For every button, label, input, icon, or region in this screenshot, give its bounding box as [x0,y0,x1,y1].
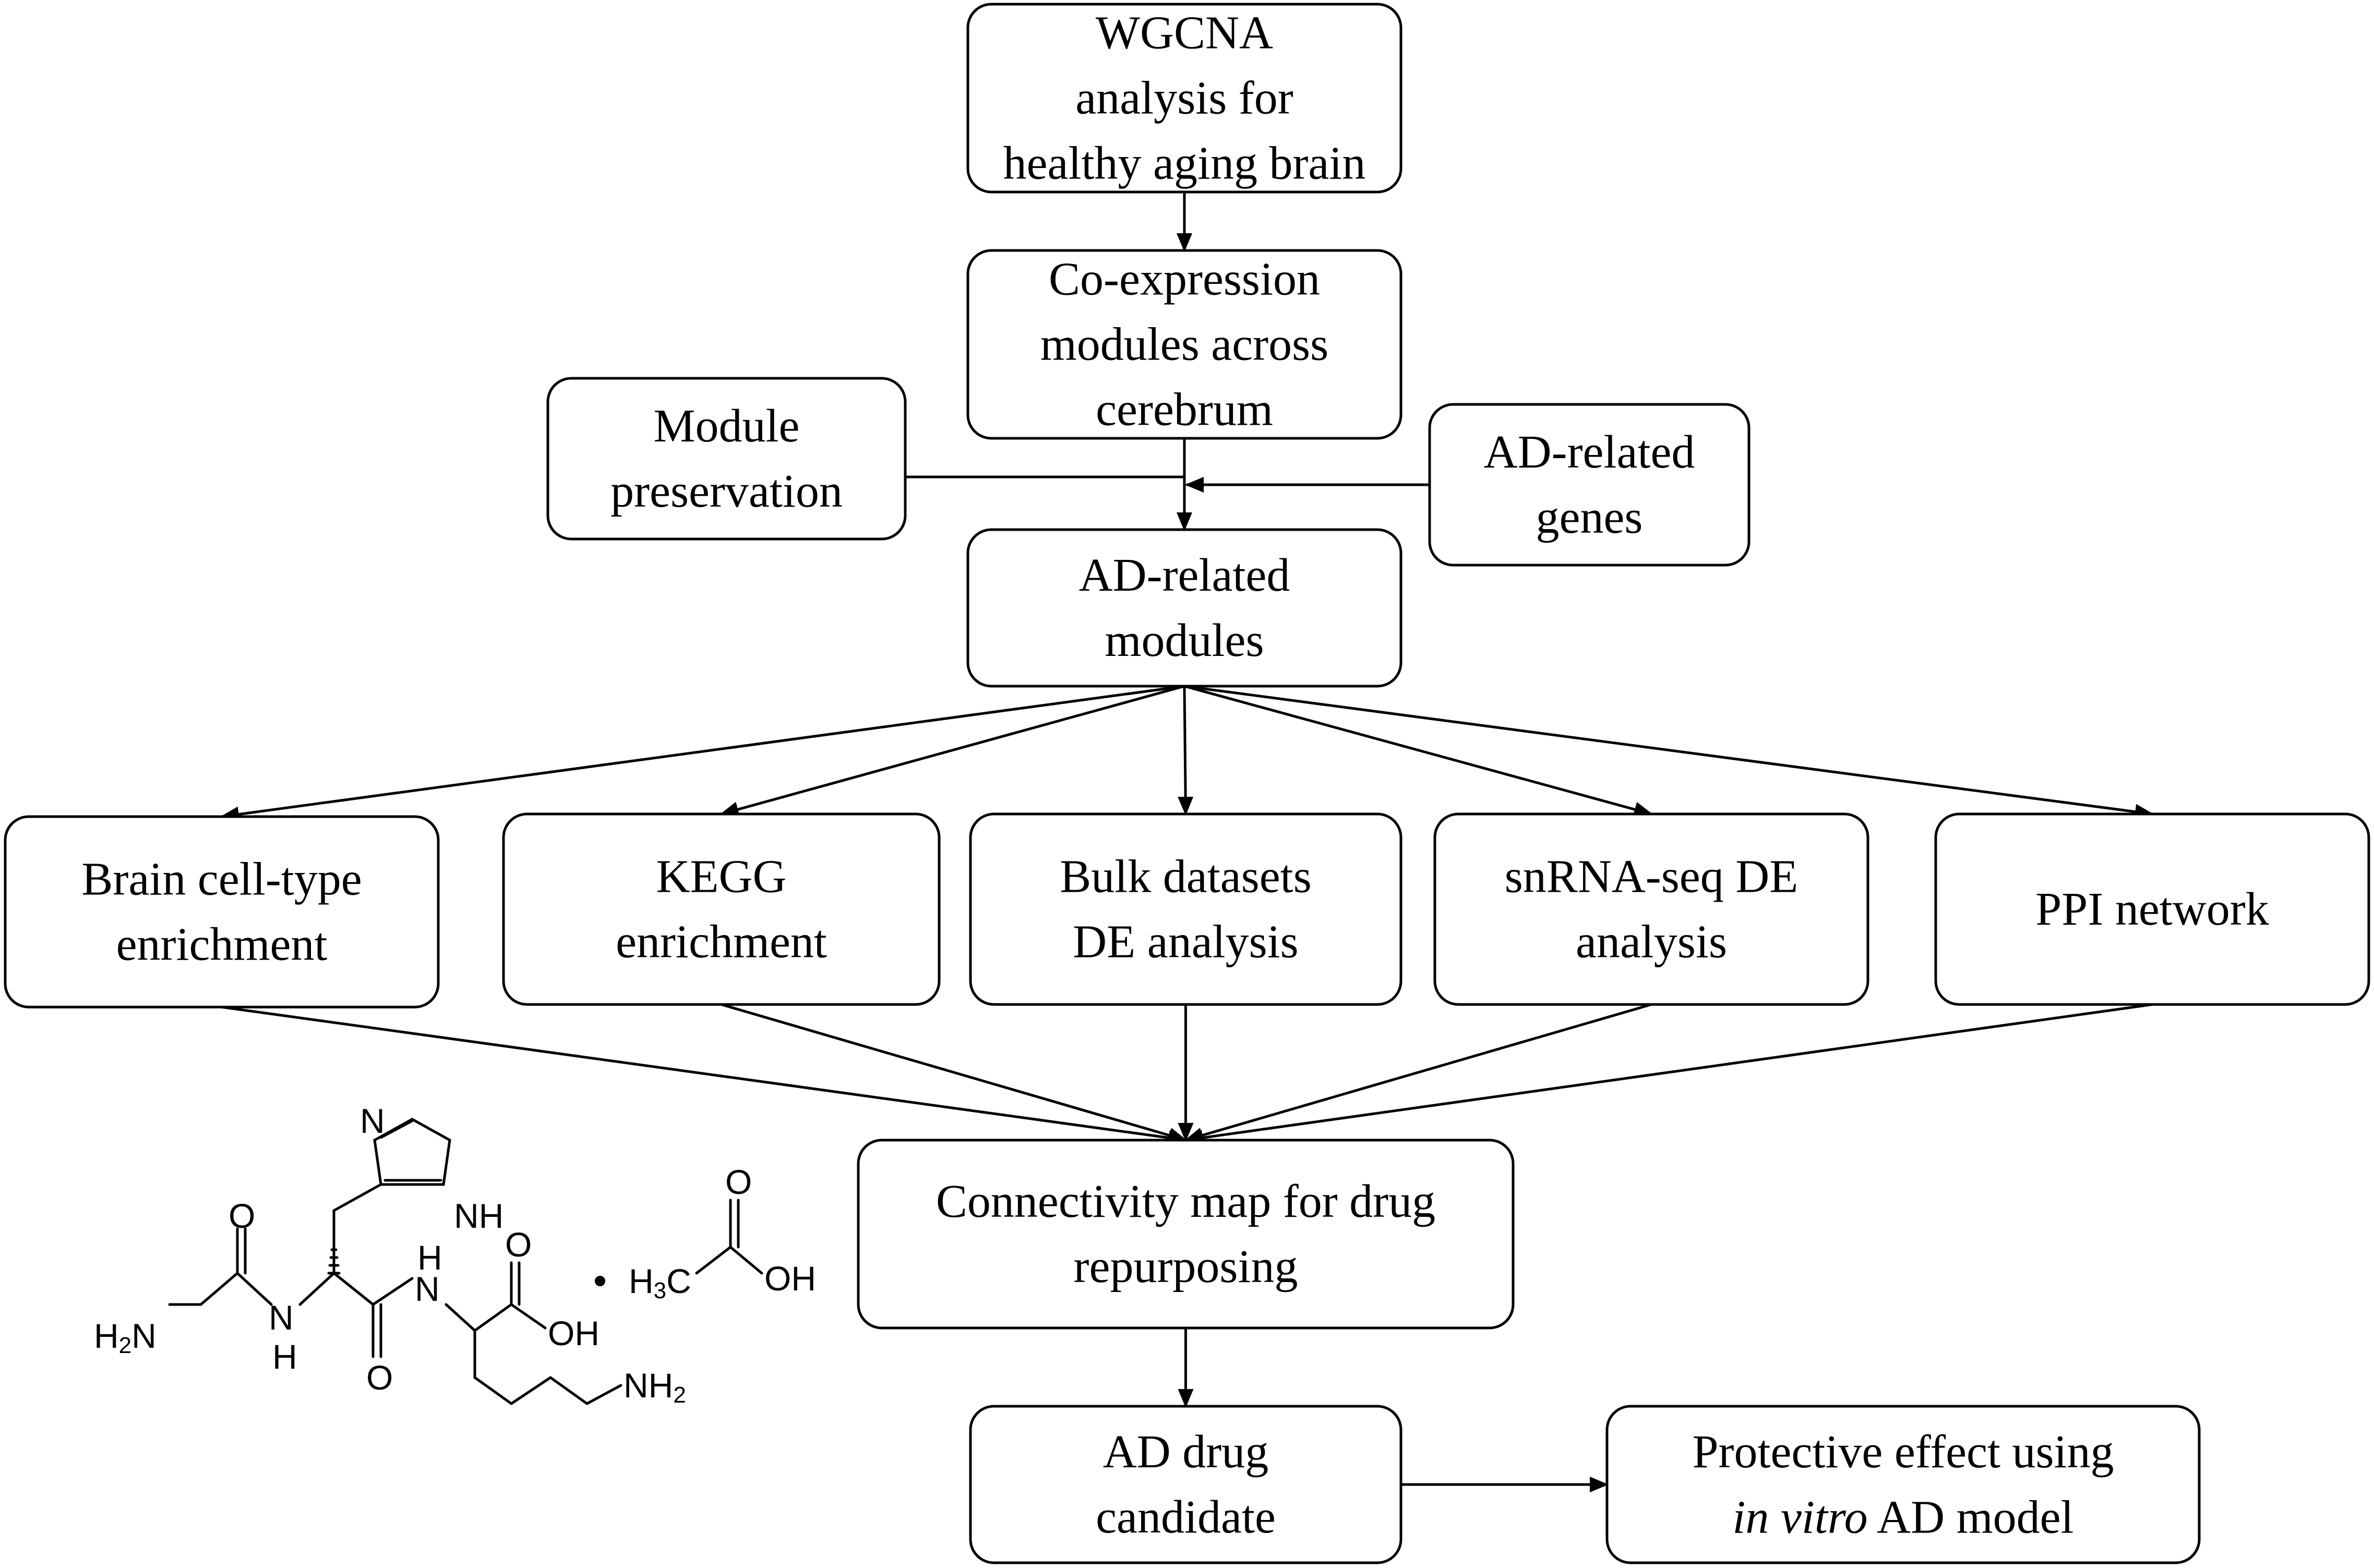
node-label-line: AD-related [1079,549,1290,601]
node-box [1605,1405,2201,1564]
edge-ad_related_modules-to-bulk_datasets [1178,686,1194,816]
node-module-preservation: Module preservation [546,377,907,541]
mol-bond [445,1303,476,1332]
node-ad-related-modules: AD-related modules [966,528,1402,688]
node-label-line: in vitro AD model [1732,1491,2073,1543]
mol-atom-o-lys-top: O [505,1225,532,1264]
mol-bond [236,1272,273,1306]
mol-bond [298,1272,335,1306]
mol-atom-o-acid-top: O [725,1163,752,1201]
node-label-line: analysis for [1075,73,1293,124]
mol-bond [510,1303,547,1330]
node-box [969,812,1402,1006]
node-box [1934,812,2370,1006]
node-label-line: Protective effect using [1692,1426,2114,1478]
mol-bond [473,1376,513,1405]
node-label-line: Co-expression [1049,254,1320,305]
node-snrna-seq: snRNA-seq DE analysis [1433,812,1869,1006]
node-box [546,377,907,541]
node-box [857,1139,1515,1330]
node-ad-related-genes: AD-related genes [1428,403,1750,567]
node-wgcna: WGCNA analysis for healthy aging brain [966,3,1402,194]
mol-bond [729,1246,763,1275]
node-box [502,812,941,1006]
node-box [966,528,1402,688]
node-label-line: analysis [1576,916,1727,968]
node-label-line: KEGG [656,851,787,903]
node-label-line: Bulk datasets [1060,851,1311,903]
mol-bond [379,1119,414,1139]
edges-layer [220,192,2154,1492]
mol-atom-n-gly: N [269,1298,294,1337]
mol-bond [199,1272,239,1306]
mol-atom-h2n: H2N [94,1316,157,1358]
node-label-line: Module [654,400,800,452]
mol-atom-oh-lys: OH [548,1314,600,1352]
mol-atom-nh: NH [454,1196,503,1235]
node-label-line: AD-related [1484,426,1695,478]
node-ad-drug-candidate: AD drug candidate [969,1405,1402,1564]
edge-snrna_seq-to-connectivity_map [1184,1003,1652,1143]
mol-bond [332,1183,382,1212]
mol-atom-nh2: NH2 [624,1366,686,1408]
salt-dot [595,1276,605,1286]
node-label-line: enrichment [616,916,827,968]
edge-ad_related_modules-to-ppi_network [1184,685,2154,820]
mol-bond [585,1384,622,1405]
node-label-line: healthy aging brain [1003,138,1366,189]
edge-brain_cell_type-to-connectivity_map [221,1006,1188,1146]
edge-ad_related_modules-to-kegg [720,685,1185,817]
node-label-line: cerebrum [1096,384,1273,436]
node-connectivity-map: Connectivity map for drug repurposing [857,1139,1515,1330]
mol-atom-h3c: H3C [629,1262,691,1303]
mol-atom-h-gly: H [272,1337,297,1376]
mol-atom-h-top: H [417,1238,442,1277]
node-label-line: preservation [610,465,843,517]
node-box [1433,812,1869,1006]
node-label-line: candidate [1096,1491,1276,1543]
mol-atom-o-gly: O [229,1196,255,1235]
node-label-line: snRNA-seq DE [1505,851,1798,903]
node-box [4,815,440,1009]
mol-atom-n-his: N [415,1270,440,1308]
node-label-line: AD drug [1103,1426,1268,1478]
mol-bond [510,1376,552,1405]
node-label-line: PPI network [2035,883,2269,935]
nodes-layer: WGCNA analysis for healthy aging brain Co-… [4,3,2370,1564]
node-label-line: Connectivity map for drug [936,1176,1435,1227]
node-label-line: WGCNA [1096,7,1273,59]
mol-bond [332,1272,375,1306]
edge-ad_related_modules-to-brain_cell_type [220,685,1185,822]
node-box [966,3,1402,194]
node-coexpression: Co-expression modules across cerebrum [966,249,1402,440]
node-box [969,1405,1402,1564]
mol-bond [473,1303,513,1332]
mol-atom-oh-acid: OH [764,1259,816,1298]
node-box [966,249,1402,440]
node-label-line: repurposing [1074,1241,1298,1292]
edge-kegg-to-connectivity_map [721,1003,1188,1143]
node-box [1428,403,1750,567]
node-label-line: Brain cell-type [81,854,362,905]
node-label-line: modules [1105,615,1264,666]
node-kegg: KEGG enrichment [502,812,941,1006]
mol-bond [373,1118,451,1186]
mol-bond [695,1246,732,1275]
mol-bond [371,1277,414,1306]
node-label-line: enrichment [116,919,328,971]
node-bulk-datasets: Bulk datasets DE analysis [969,812,1402,1006]
node-label-line: DE analysis [1073,916,1298,968]
mol-atom-n-ring: N [360,1102,385,1140]
edge-ad_related_modules-to-snrna_seq [1184,685,1653,817]
node-protective-effect: Protective effect using in vitro AD model [1605,1405,2201,1564]
edge-ppi_network-to-connectivity_map [1184,1003,2153,1146]
mol-atom-o-his: O [366,1358,393,1397]
mol-bond [549,1376,589,1405]
node-brain-cell-type: Brain cell-type enrichment [4,815,440,1009]
node-label-line: genes [1536,492,1643,543]
node-ppi-network: PPI network [1934,812,2370,1006]
molecule-structure: NH N O H2N N H H N O O OH NH2 H3C O OH [94,1102,816,1408]
node-label-line: modules across [1040,319,1328,370]
